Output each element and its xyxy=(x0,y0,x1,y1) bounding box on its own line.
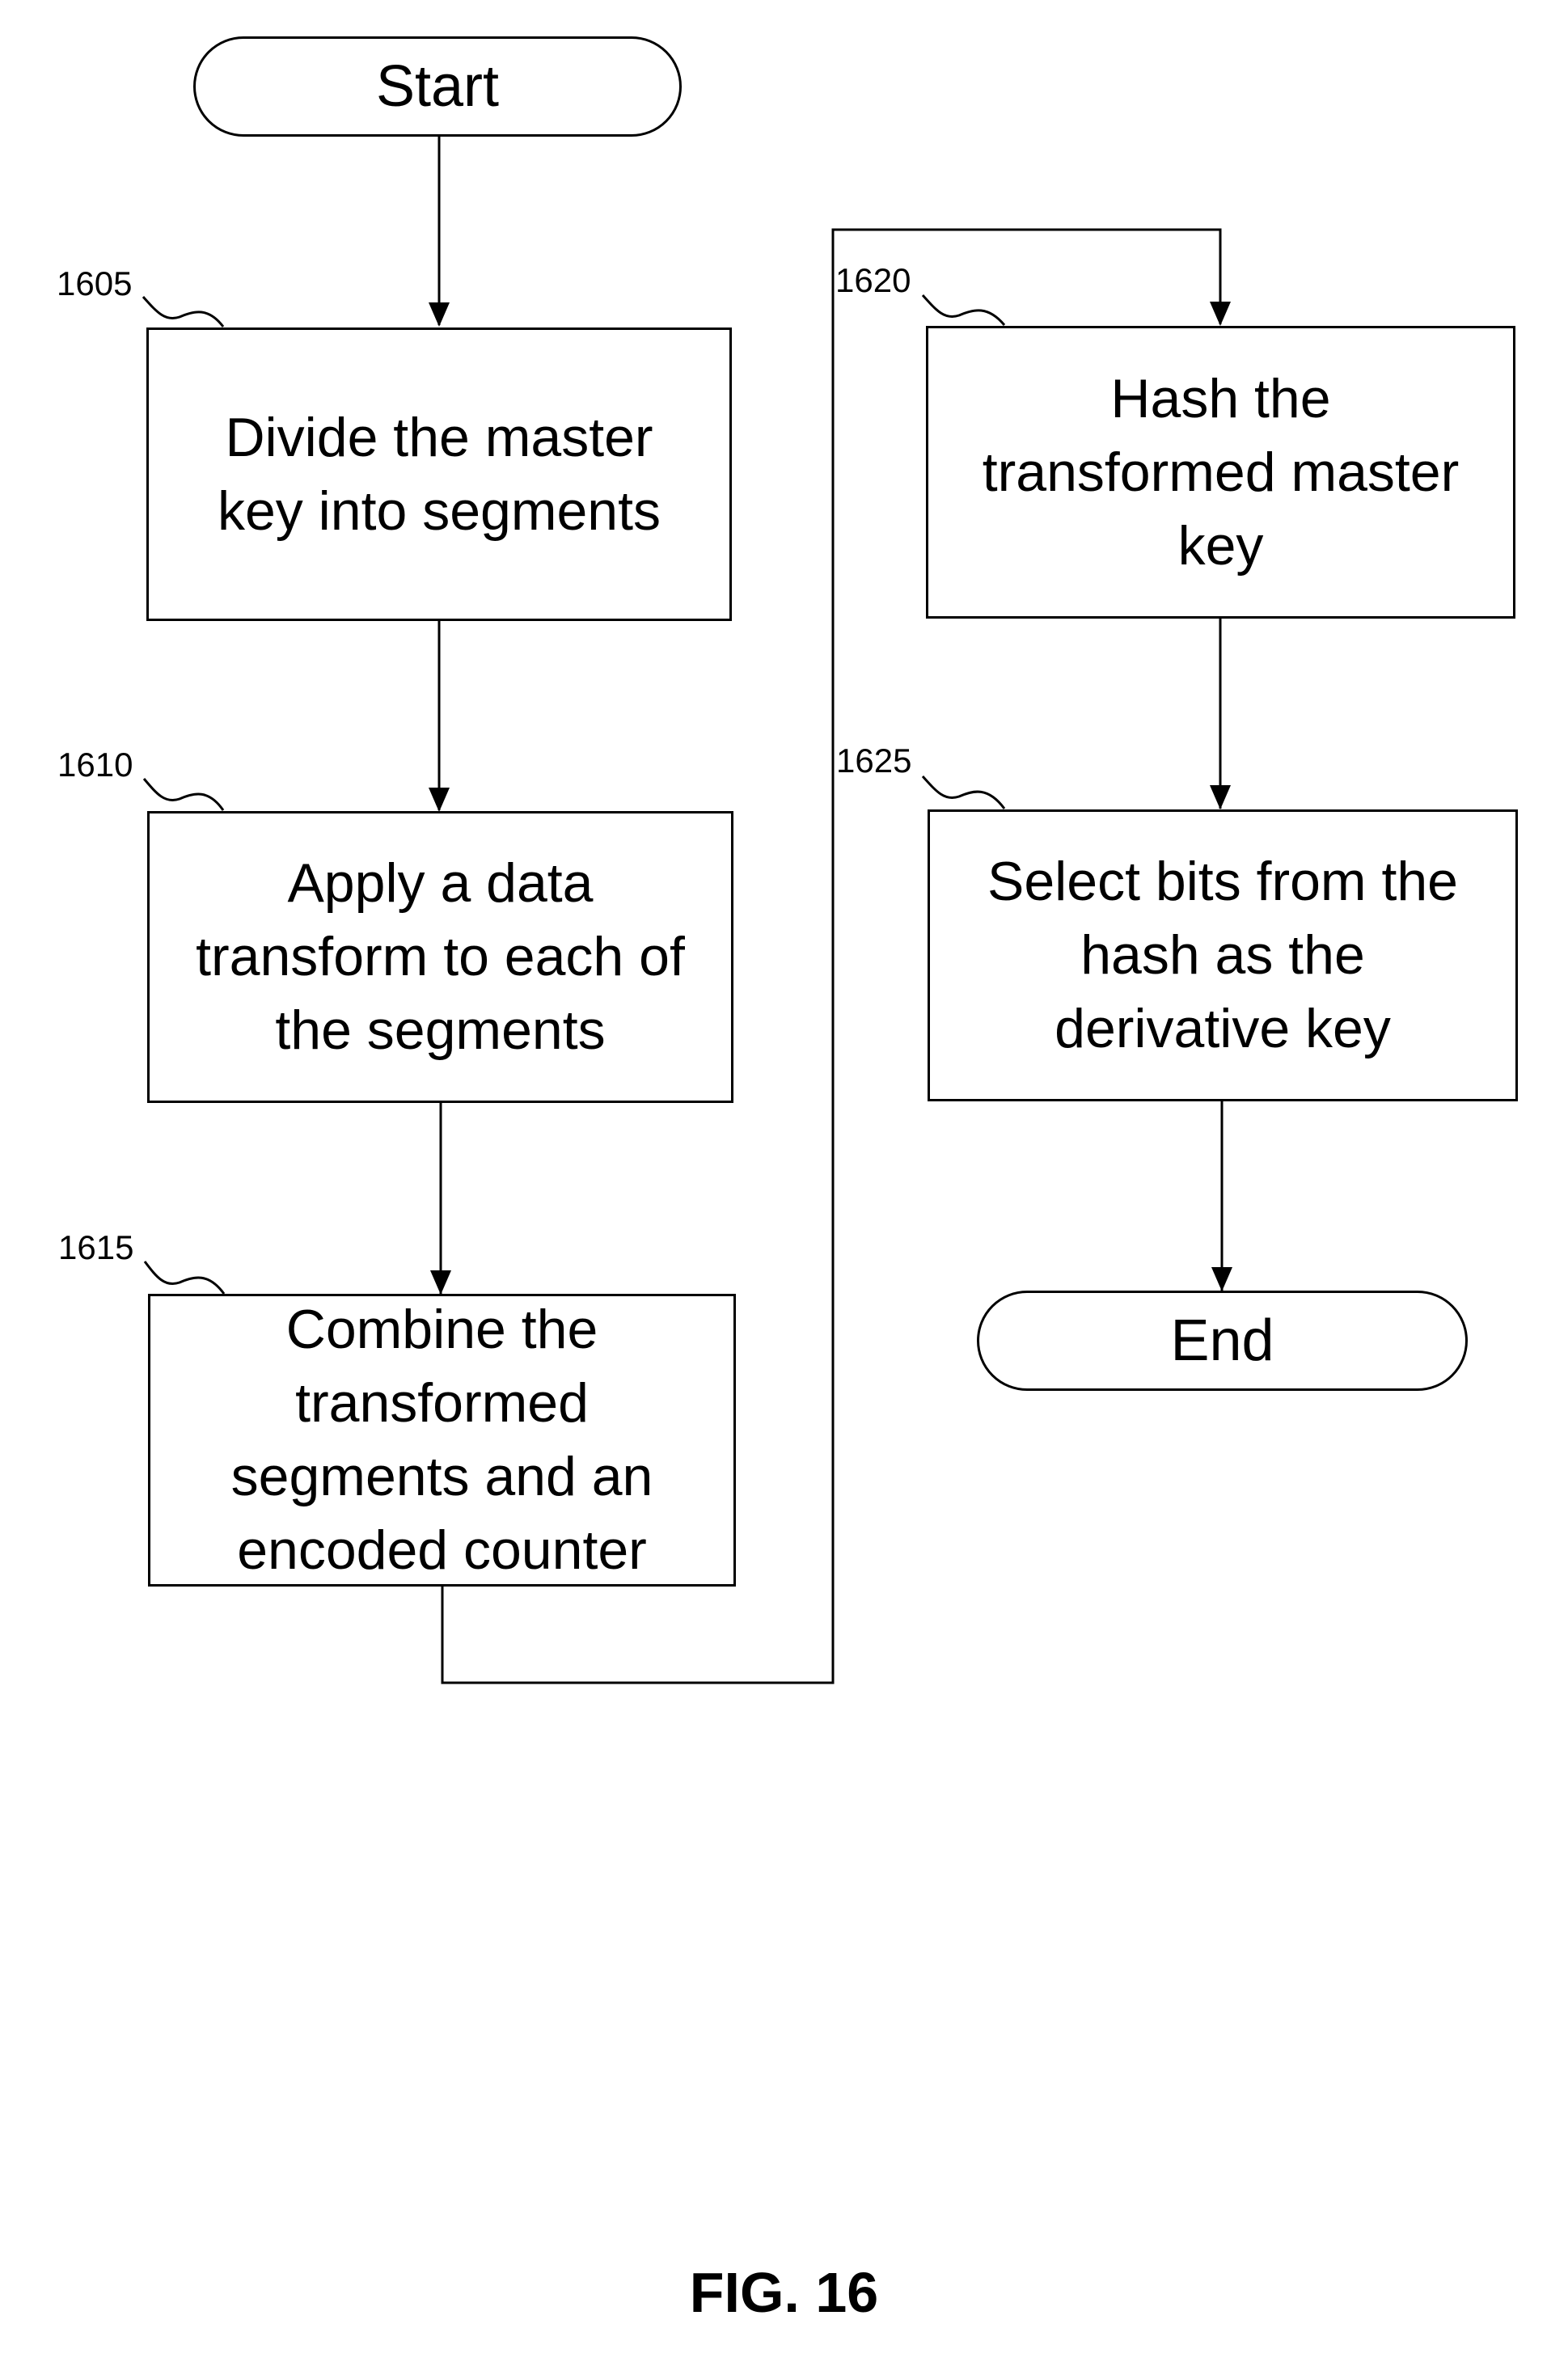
ref-squiggle-1620 xyxy=(923,295,1004,325)
step-1610-box: Apply a data transform to each of the se… xyxy=(147,811,733,1103)
step-1625-box: Select bits from the hash as the derivat… xyxy=(928,809,1518,1101)
step-1605-box: Divide the master key into segments xyxy=(146,327,732,621)
step-1615-text: Combine the transformed segments and an … xyxy=(231,1293,653,1587)
step-1620-box: Hash the transformed master key xyxy=(926,326,1515,619)
figure-label: FIG. 16 xyxy=(0,2264,1568,2321)
step-1625-text: Select bits from the hash as the derivat… xyxy=(987,845,1458,1066)
step-1615-box: Combine the transformed segments and an … xyxy=(148,1294,736,1587)
arrowhead-1605 xyxy=(429,302,450,327)
ref-label-1620: 1620 xyxy=(835,264,911,298)
arrowhead-1610 xyxy=(429,788,450,812)
arrowhead-1625 xyxy=(1210,785,1231,809)
arrowhead-end xyxy=(1211,1267,1232,1291)
step-1610-text: Apply a data transform to each of the se… xyxy=(196,847,685,1067)
end-terminal: End xyxy=(977,1291,1468,1391)
ref-squiggle-1615 xyxy=(145,1261,224,1294)
step-1605-text: Divide the master key into segments xyxy=(218,401,661,548)
end-label: End xyxy=(1170,1312,1274,1370)
ref-label-1625: 1625 xyxy=(836,744,911,778)
start-label: Start xyxy=(376,57,499,116)
start-terminal: Start xyxy=(193,36,682,137)
ref-squiggle-1605 xyxy=(143,297,223,327)
ref-squiggle-1625 xyxy=(923,776,1004,809)
step-1620-text: Hash the transformed master key xyxy=(983,362,1460,583)
ref-label-1615: 1615 xyxy=(58,1231,133,1265)
ref-label-1605: 1605 xyxy=(57,267,132,301)
arrowhead-1615 xyxy=(430,1270,451,1295)
ref-squiggle-1610 xyxy=(144,779,223,810)
ref-label-1610: 1610 xyxy=(57,748,133,782)
arrowhead-1620 xyxy=(1210,302,1231,326)
